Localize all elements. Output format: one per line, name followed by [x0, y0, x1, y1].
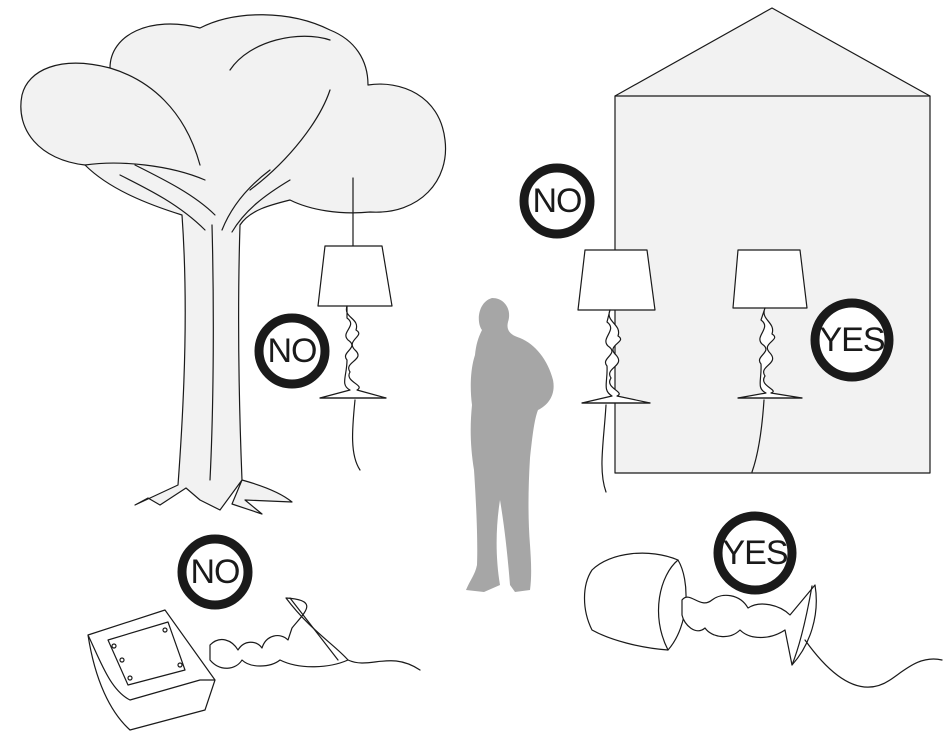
lamp-hanging-from-tree — [318, 178, 392, 470]
badge-lying-box-lamp: NO — [182, 539, 248, 605]
badge-wall-left-lamp-label: NO — [533, 182, 582, 220]
badge-lying-box-lamp-label: NO — [191, 553, 240, 591]
lamp-lying-on-box — [88, 598, 420, 730]
badge-wall-right-lamp: YES — [815, 303, 889, 377]
badge-lying-right-lamp-label: YES — [722, 534, 787, 572]
person-silhouette — [466, 298, 554, 592]
badge-lying-right-lamp: YES — [718, 516, 792, 590]
badge-tree-lamp: NO — [259, 318, 325, 384]
badge-wall-right-lamp-label: YES — [819, 321, 884, 359]
house-wall — [615, 8, 930, 473]
badge-tree-lamp-label: NO — [268, 332, 317, 370]
badge-wall-left-lamp: NO — [524, 168, 590, 234]
